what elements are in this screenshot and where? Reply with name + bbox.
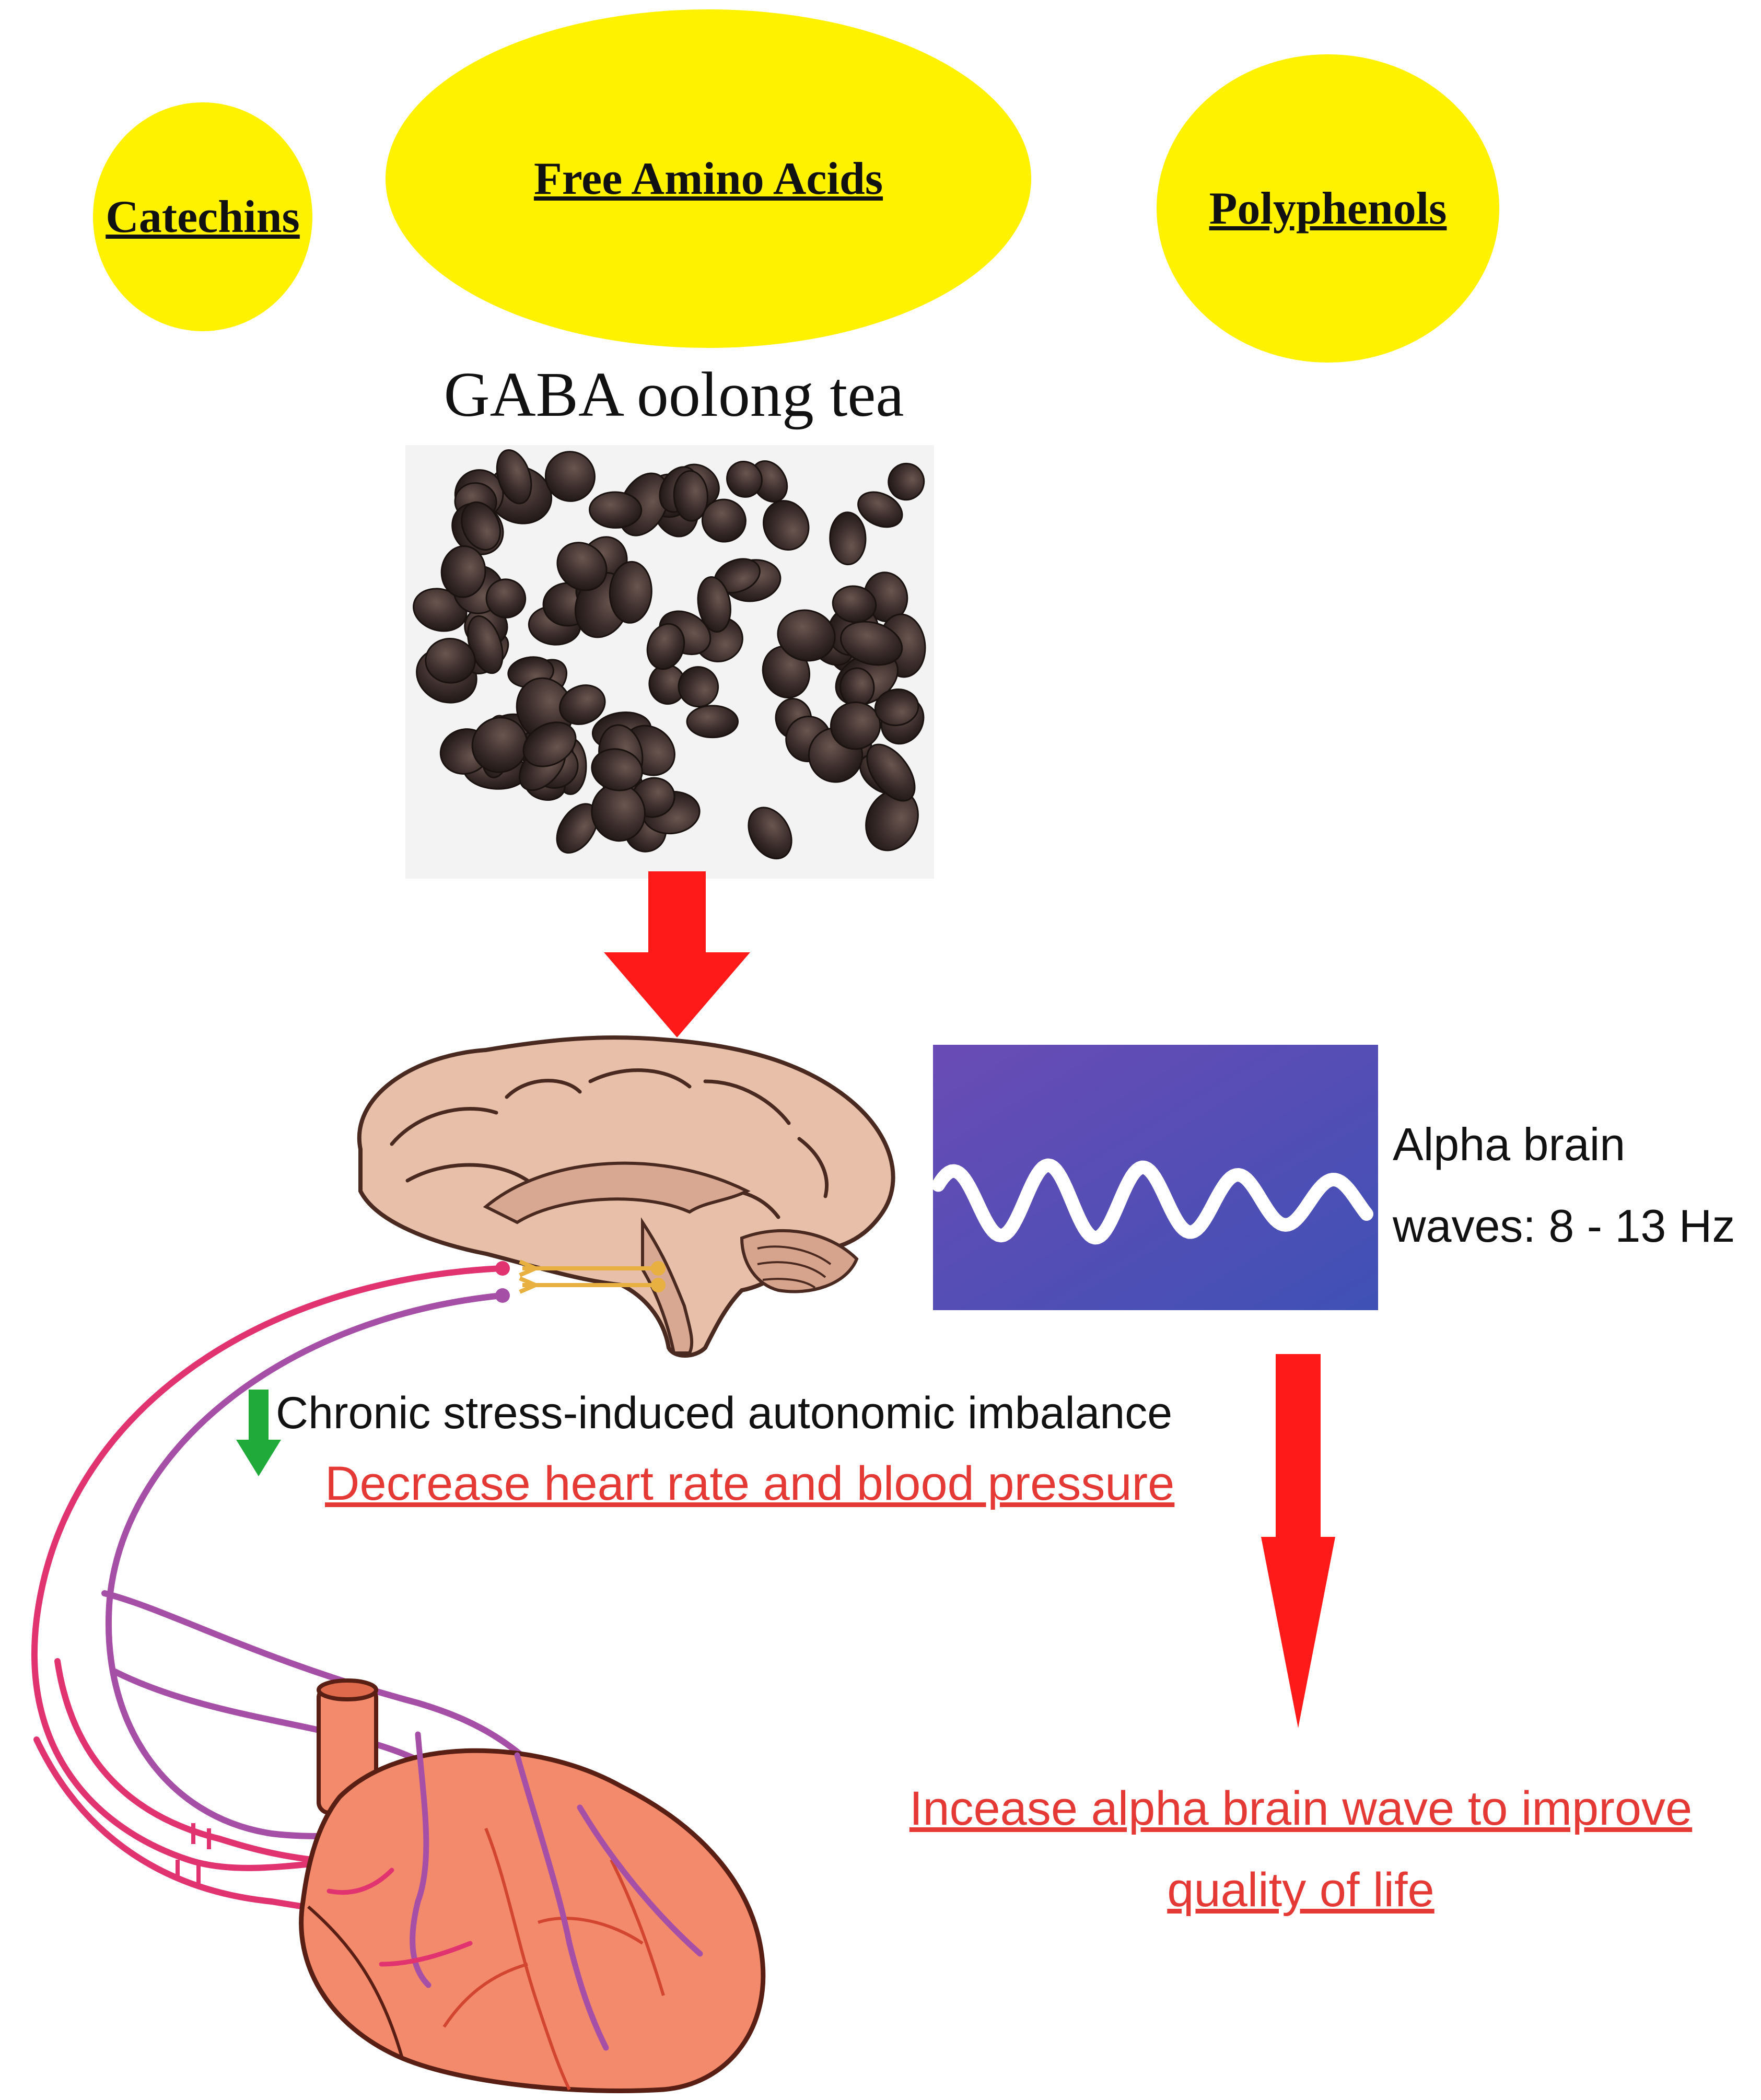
tea-leaf [874, 689, 919, 727]
tea-leaf [591, 748, 643, 791]
tea-leaf [857, 491, 903, 528]
alpha-wave-graph [931, 1045, 1378, 1310]
product-title: GABA oolong tea [444, 359, 904, 430]
brain-illustration [357, 1035, 895, 1358]
brain-effect-label-line2: quality of life [1167, 1863, 1435, 1917]
arrow-tea-to-brain [604, 871, 750, 1037]
tea-leaf [763, 500, 810, 551]
tea-leaves-photo [405, 445, 934, 879]
green-down-arrow [236, 1390, 281, 1476]
tea-leaf [609, 561, 652, 624]
alpha-wave-label-line1: Alpha brain [1393, 1118, 1626, 1170]
heart-effect-label: Decrease heart rate and blood pressure [325, 1457, 1175, 1510]
tea-leaf [589, 491, 643, 529]
arrow-alpha-to-outcome [1261, 1354, 1335, 1728]
compound-label-polyphenols: Polyphenols [1209, 183, 1447, 234]
tea-leaf [425, 638, 476, 684]
tea-leaf [748, 807, 792, 860]
tea-leaf [829, 511, 867, 566]
tea-leaf [678, 666, 719, 708]
tea-leaf [888, 462, 925, 501]
tea-leaf [522, 721, 577, 767]
tea-leaf [701, 498, 747, 543]
tea-leaf [697, 576, 731, 633]
compound-label-free-amino-acids: Free Amino Acids [533, 153, 883, 204]
tea-leaf [544, 451, 596, 502]
tea-leaf [866, 743, 916, 802]
brain-effect-label-line1: Incease alpha brain wave to improve [909, 1782, 1693, 1835]
stress-label: Chronic stress-induced autonomic imbalan… [276, 1388, 1173, 1438]
tea-leaf [556, 542, 608, 591]
tea-leaf [471, 717, 528, 773]
tea-leaf [461, 501, 501, 551]
compound-bubble-free-amino-acids: Free Amino Acids [386, 9, 1031, 348]
heart-illustration [299, 1678, 766, 2093]
compound-bubble-polyphenols: Polyphenols [1157, 54, 1499, 363]
tea-leaf [726, 461, 763, 498]
tea-leaf [646, 623, 685, 670]
tea-leaf [485, 578, 527, 619]
compound-bubble-catechins: Catechins [93, 102, 312, 331]
tea-leaf [559, 684, 606, 725]
tea-leaf [830, 701, 881, 750]
tea-leaf [686, 705, 739, 739]
compound-label-catechins: Catechins [106, 191, 300, 242]
tea-leaf [496, 449, 532, 505]
tea-leaf [440, 545, 486, 598]
tea-leaf [777, 609, 836, 662]
tea-leaf [413, 588, 468, 632]
tea-leaf [839, 621, 903, 666]
alpha-wave-label-line2: waves: 8 - 13 Hz [1393, 1200, 1735, 1252]
tea-leaf [673, 470, 708, 522]
tea-leaf [832, 585, 877, 623]
